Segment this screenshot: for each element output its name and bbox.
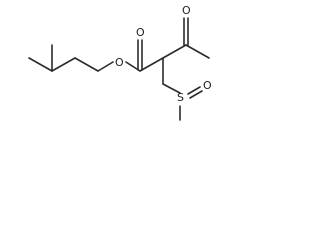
- ester-oxygen-label: O: [115, 56, 124, 69]
- bond-c4-c5: [74, 57, 99, 72]
- bond-carbonyl-alpha: [139, 57, 164, 72]
- molecule-structure: O O O S O: [28, 4, 212, 121]
- bond-s-o-double-2: [189, 90, 203, 99]
- bond-c2-c4: [51, 57, 76, 72]
- sulfur-label: S: [177, 91, 184, 104]
- molecule-canvas: O O O S O: [0, 0, 237, 146]
- bond-c5-o: [97, 61, 114, 72]
- bond-alpha-ketone: [162, 44, 187, 59]
- bond-ch2-s: [162, 83, 181, 94]
- ketone-oxygen-label: O: [182, 4, 191, 17]
- bond-ketone-methyl: [185, 44, 210, 59]
- sulfoxide-oxygen-label: O: [203, 79, 212, 92]
- bond-s-o-double-1: [187, 86, 201, 95]
- ester-carbonyl-oxygen-label: O: [136, 26, 145, 39]
- bond-c1-c2: [28, 57, 53, 72]
